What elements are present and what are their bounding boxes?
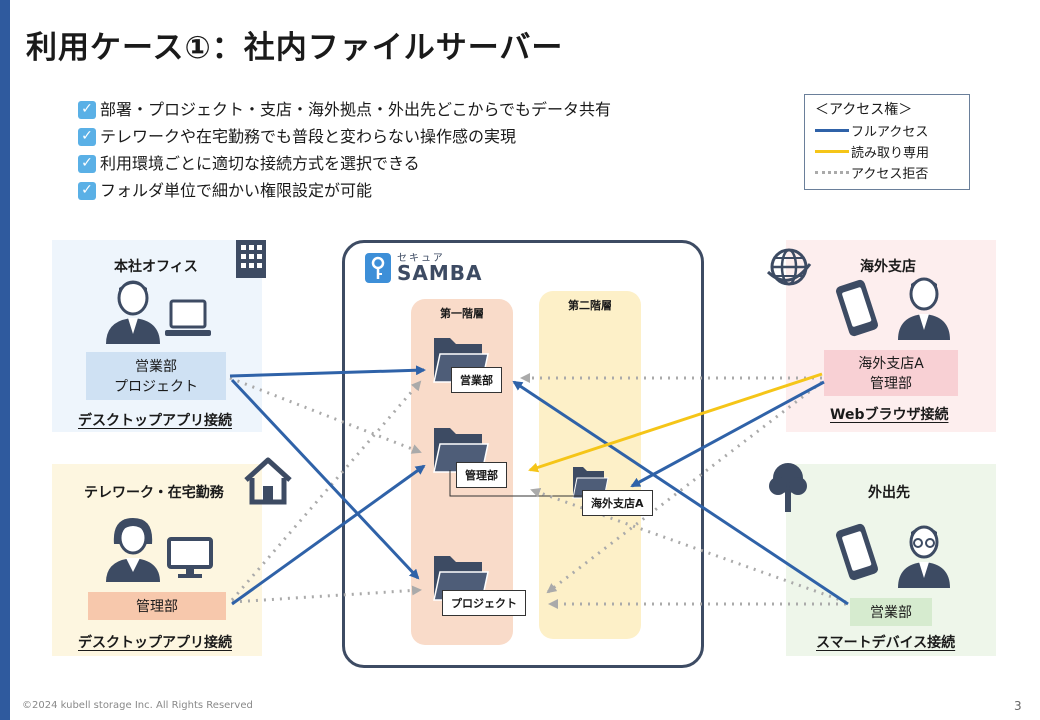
access-arrow-full xyxy=(231,464,426,606)
telework-group-box: 管理部 xyxy=(88,592,226,620)
feature-item: ✓利用環境ごとに適切な接続方式を選択できる xyxy=(78,150,611,177)
building-icon xyxy=(236,240,266,278)
legend-readonly: 読み取り専用 xyxy=(815,142,929,161)
access-arrow-full xyxy=(230,378,420,580)
outside-panel: 外出先 営業部 スマートデバイス接続 xyxy=(769,463,996,656)
feature-item: ✓部署・プロジェクト・支店・海外拠点・外出先どこからでもデータ共有 xyxy=(78,96,611,123)
checkbox-icon: ✓ xyxy=(78,154,96,173)
telework-connection-label: デスクトップアプリ接続 xyxy=(78,635,232,651)
monitor-icon xyxy=(167,537,213,578)
businessman-icon xyxy=(106,280,160,344)
legend-title: ＜アクセス権＞ xyxy=(815,102,913,118)
hq-group-box: 営業部 プロジェクト xyxy=(86,352,226,400)
access-legend: ＜アクセス権＞ フルアクセス 読み取り専用 アクセス拒否 xyxy=(804,94,970,190)
access-arrow-denied xyxy=(231,585,422,604)
folder-label-project: プロジェクト xyxy=(442,590,526,616)
copyright-footer: ©2024 kubell storage Inc. All Rights Res… xyxy=(22,700,253,711)
page-number: 3 xyxy=(1014,699,1022,713)
outside-connection-label: スマートデバイス接続 xyxy=(816,635,956,651)
globe-icon xyxy=(766,248,812,286)
folder-label-sales: 営業部 xyxy=(451,367,502,393)
laptop-icon xyxy=(165,299,211,336)
access-arrow-denied xyxy=(230,380,422,601)
access-arrow-denied xyxy=(229,376,422,454)
feature-item: ✓テレワークや在宅勤務でも普段と変わらない操作感の実現 xyxy=(78,123,611,150)
hq-connection-label: デスクトップアプリ接続 xyxy=(78,413,232,429)
access-arrow-full xyxy=(512,380,849,606)
access-arrow-denied xyxy=(546,380,823,594)
logo-subtitle: セキュア xyxy=(397,253,445,264)
telework-title: テレワーク・在宅勤務 xyxy=(84,485,224,501)
logo-title: SAMBA xyxy=(397,261,483,285)
checkbox-icon: ✓ xyxy=(78,127,96,146)
smartphone-icon xyxy=(836,523,878,581)
checkbox-icon: ✓ xyxy=(78,100,96,119)
businesswoman-icon xyxy=(106,518,160,582)
overseas-panel: 海外支店 海外支店A 管理部 Webブラウザ接続 xyxy=(766,240,996,432)
tier-second-label: 第二階層 xyxy=(568,299,612,312)
tree-icon xyxy=(769,463,807,512)
overseas-group-box: 海外支店A 管理部 xyxy=(824,350,958,396)
checkbox-icon: ✓ xyxy=(78,181,96,200)
telework-panel: テレワーク・在宅勤務 管理部 デスクトップアプリ接続 xyxy=(52,457,292,656)
outside-group-box: 営業部 xyxy=(850,598,932,626)
feature-list: ✓部署・プロジェクト・支店・海外拠点・外出先どこからでもデータ共有 ✓テレワーク… xyxy=(78,96,611,204)
folder-label-admin: 管理部 xyxy=(456,462,507,488)
access-arrow-readonly xyxy=(528,372,823,473)
house-icon xyxy=(244,457,292,505)
feature-item: ✓フォルダ単位で細かい権限設定が可能 xyxy=(78,177,611,204)
access-arrow-full xyxy=(630,380,825,488)
man-with-glasses-icon xyxy=(898,525,950,588)
tier-second: 第二階層 xyxy=(539,291,641,639)
access-arrow-full xyxy=(229,365,426,378)
outside-title: 外出先 xyxy=(868,485,910,501)
tier-first-label: 第一階層 xyxy=(440,307,484,320)
overseas-connection-label: Webブラウザ接続 xyxy=(830,407,949,423)
hq-title: 本社オフィス xyxy=(114,259,198,275)
folder-label-overseas-a: 海外支店A xyxy=(582,490,653,516)
access-arrow-denied xyxy=(530,487,847,604)
key-logo-icon xyxy=(365,253,391,283)
hq-panel: 本社オフィス 営業部 プロジェクト デスクトップアプリ接続 xyxy=(52,240,266,432)
legend-denied: アクセス拒否 xyxy=(815,163,928,182)
samba-server-box: セキュア SAMBA 第一階層 第二階層 xyxy=(342,240,704,668)
businessman-icon xyxy=(898,277,950,340)
smartphone-icon xyxy=(836,279,878,337)
accent-bar xyxy=(0,0,10,720)
overseas-title: 海外支店 xyxy=(860,259,916,275)
page-title: 利用ケース①：社内ファイルサーバー xyxy=(26,30,564,66)
folder-icon xyxy=(433,428,489,473)
legend-full: フルアクセス xyxy=(815,121,928,140)
